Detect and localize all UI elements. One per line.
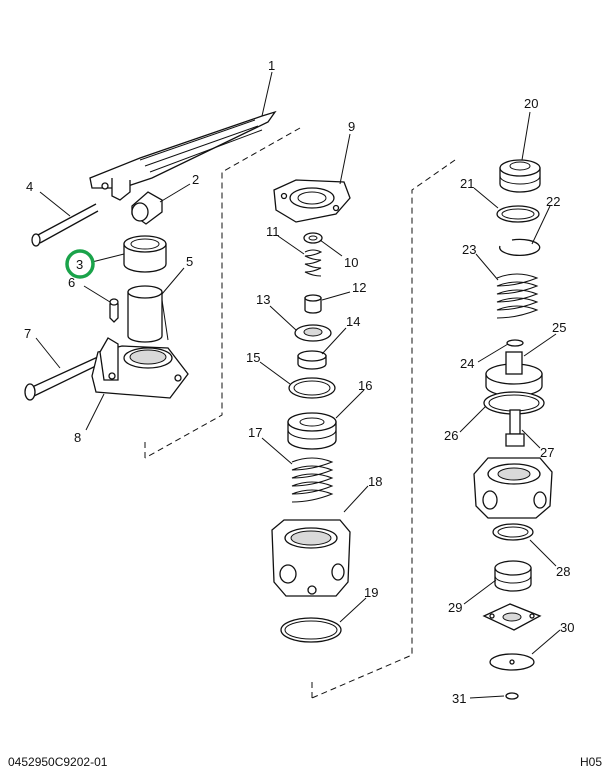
callout-27: 27 xyxy=(540,445,554,460)
part-6-fitting xyxy=(109,298,119,323)
callout-7: 7 xyxy=(24,326,31,341)
callout-1: 1 xyxy=(268,58,275,73)
callout-30: 30 xyxy=(560,620,574,635)
callout-20: 20 xyxy=(524,96,538,111)
part-22-snap-ring xyxy=(499,238,541,257)
callout-26: 26 xyxy=(444,428,458,443)
callout-29: 29 xyxy=(448,600,462,615)
part-4-pin xyxy=(31,203,99,247)
callout-6: 6 xyxy=(68,275,75,290)
part-7-pin xyxy=(24,355,103,401)
callout-13: 13 xyxy=(256,292,270,307)
part-8-base xyxy=(91,299,189,399)
part-28-o-ring xyxy=(492,523,534,541)
part-27-stem xyxy=(505,409,525,447)
part-16-piston xyxy=(287,412,337,450)
callout-2: 2 xyxy=(192,172,199,187)
part-18-valve-body xyxy=(271,519,351,597)
lower-valve-body xyxy=(473,457,553,519)
callout-3: 3 xyxy=(76,257,83,272)
part-9-plate xyxy=(273,179,351,223)
callout-24: 24 xyxy=(460,356,474,371)
callout-23: 23 xyxy=(462,242,476,257)
callout-31: 31 xyxy=(452,691,466,706)
callout-14: 14 xyxy=(346,314,360,329)
part-3-bushing xyxy=(123,235,167,273)
part-20-piston xyxy=(499,159,541,193)
callout-21: 21 xyxy=(460,176,474,191)
part-11-spring xyxy=(304,249,323,277)
callout-16: 16 xyxy=(358,378,372,393)
part-29-piston xyxy=(494,560,532,592)
part-19-o-ring xyxy=(280,617,342,643)
part-5-plunger xyxy=(127,285,163,343)
part-12-stem xyxy=(304,294,322,314)
callout-28: 28 xyxy=(556,564,570,579)
callout-25: 25 xyxy=(552,320,566,335)
part-1-treadle xyxy=(89,110,277,201)
callout-15: 15 xyxy=(246,350,260,365)
part-30-cover xyxy=(482,603,542,631)
part-21-o-ring xyxy=(496,205,540,223)
callout-12: 12 xyxy=(352,280,366,295)
part-14-cap xyxy=(297,350,327,370)
part-24-seal xyxy=(506,339,524,347)
callout-labels: 1 2 3 4 5 6 7 8 9 10 11 12 13 14 15 16 1… xyxy=(24,58,574,706)
end-washer xyxy=(505,692,519,700)
part-10-retainer xyxy=(303,232,323,244)
leader-lines xyxy=(35,71,561,699)
part-17-spring xyxy=(291,457,334,503)
drawing-number: 0452950C9202-01 xyxy=(8,755,108,769)
sheet-code: H05 xyxy=(579,755,602,769)
callout-18: 18 xyxy=(368,474,382,489)
callout-10: 10 xyxy=(344,255,358,270)
part-2-roller xyxy=(131,191,163,225)
part-23-spring xyxy=(496,273,539,319)
assembly-guide-lines xyxy=(144,127,456,699)
callout-11: 11 xyxy=(266,224,280,239)
part-25-valve xyxy=(485,351,543,397)
callout-4: 4 xyxy=(26,179,33,194)
callout-17: 17 xyxy=(248,425,262,440)
callout-19: 19 xyxy=(364,585,378,600)
callout-22: 22 xyxy=(546,194,560,209)
callout-8: 8 xyxy=(74,430,81,445)
part-31-disc xyxy=(489,653,535,671)
callout-9: 9 xyxy=(348,119,355,134)
highlight-ring-callout-3 xyxy=(65,249,95,279)
part-13-washer xyxy=(294,324,332,342)
callout-5: 5 xyxy=(186,254,193,269)
part-15-o-ring xyxy=(288,377,336,399)
